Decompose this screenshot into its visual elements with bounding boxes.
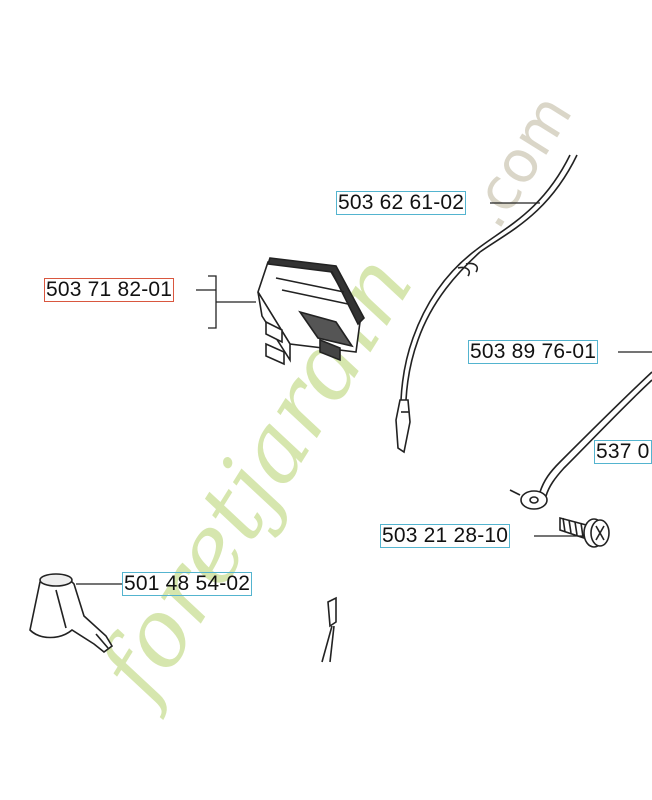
part-number-label[interactable]: 501 48 54-02 xyxy=(122,572,253,596)
part-number-label[interactable]: 503 21 28-10 xyxy=(380,524,511,548)
part-number-label-selected[interactable]: 503 71 82-01 xyxy=(44,278,175,302)
svg-text:foretjardin: foretjardin xyxy=(75,236,434,722)
ground-wire-part xyxy=(509,371,652,510)
switch-part xyxy=(257,257,365,366)
svg-text:.com: .com xyxy=(452,83,585,240)
part-number-label[interactable]: 503 89 76-01 xyxy=(468,340,599,364)
plug-cap-part xyxy=(29,573,114,654)
part-number-label[interactable]: 537 0 xyxy=(594,440,652,464)
leader-lines xyxy=(76,202,652,585)
screw-part xyxy=(559,516,610,548)
part-number-label[interactable]: 503 62 61-02 xyxy=(336,191,467,215)
cable-part xyxy=(321,596,337,663)
wire-part xyxy=(395,154,578,454)
